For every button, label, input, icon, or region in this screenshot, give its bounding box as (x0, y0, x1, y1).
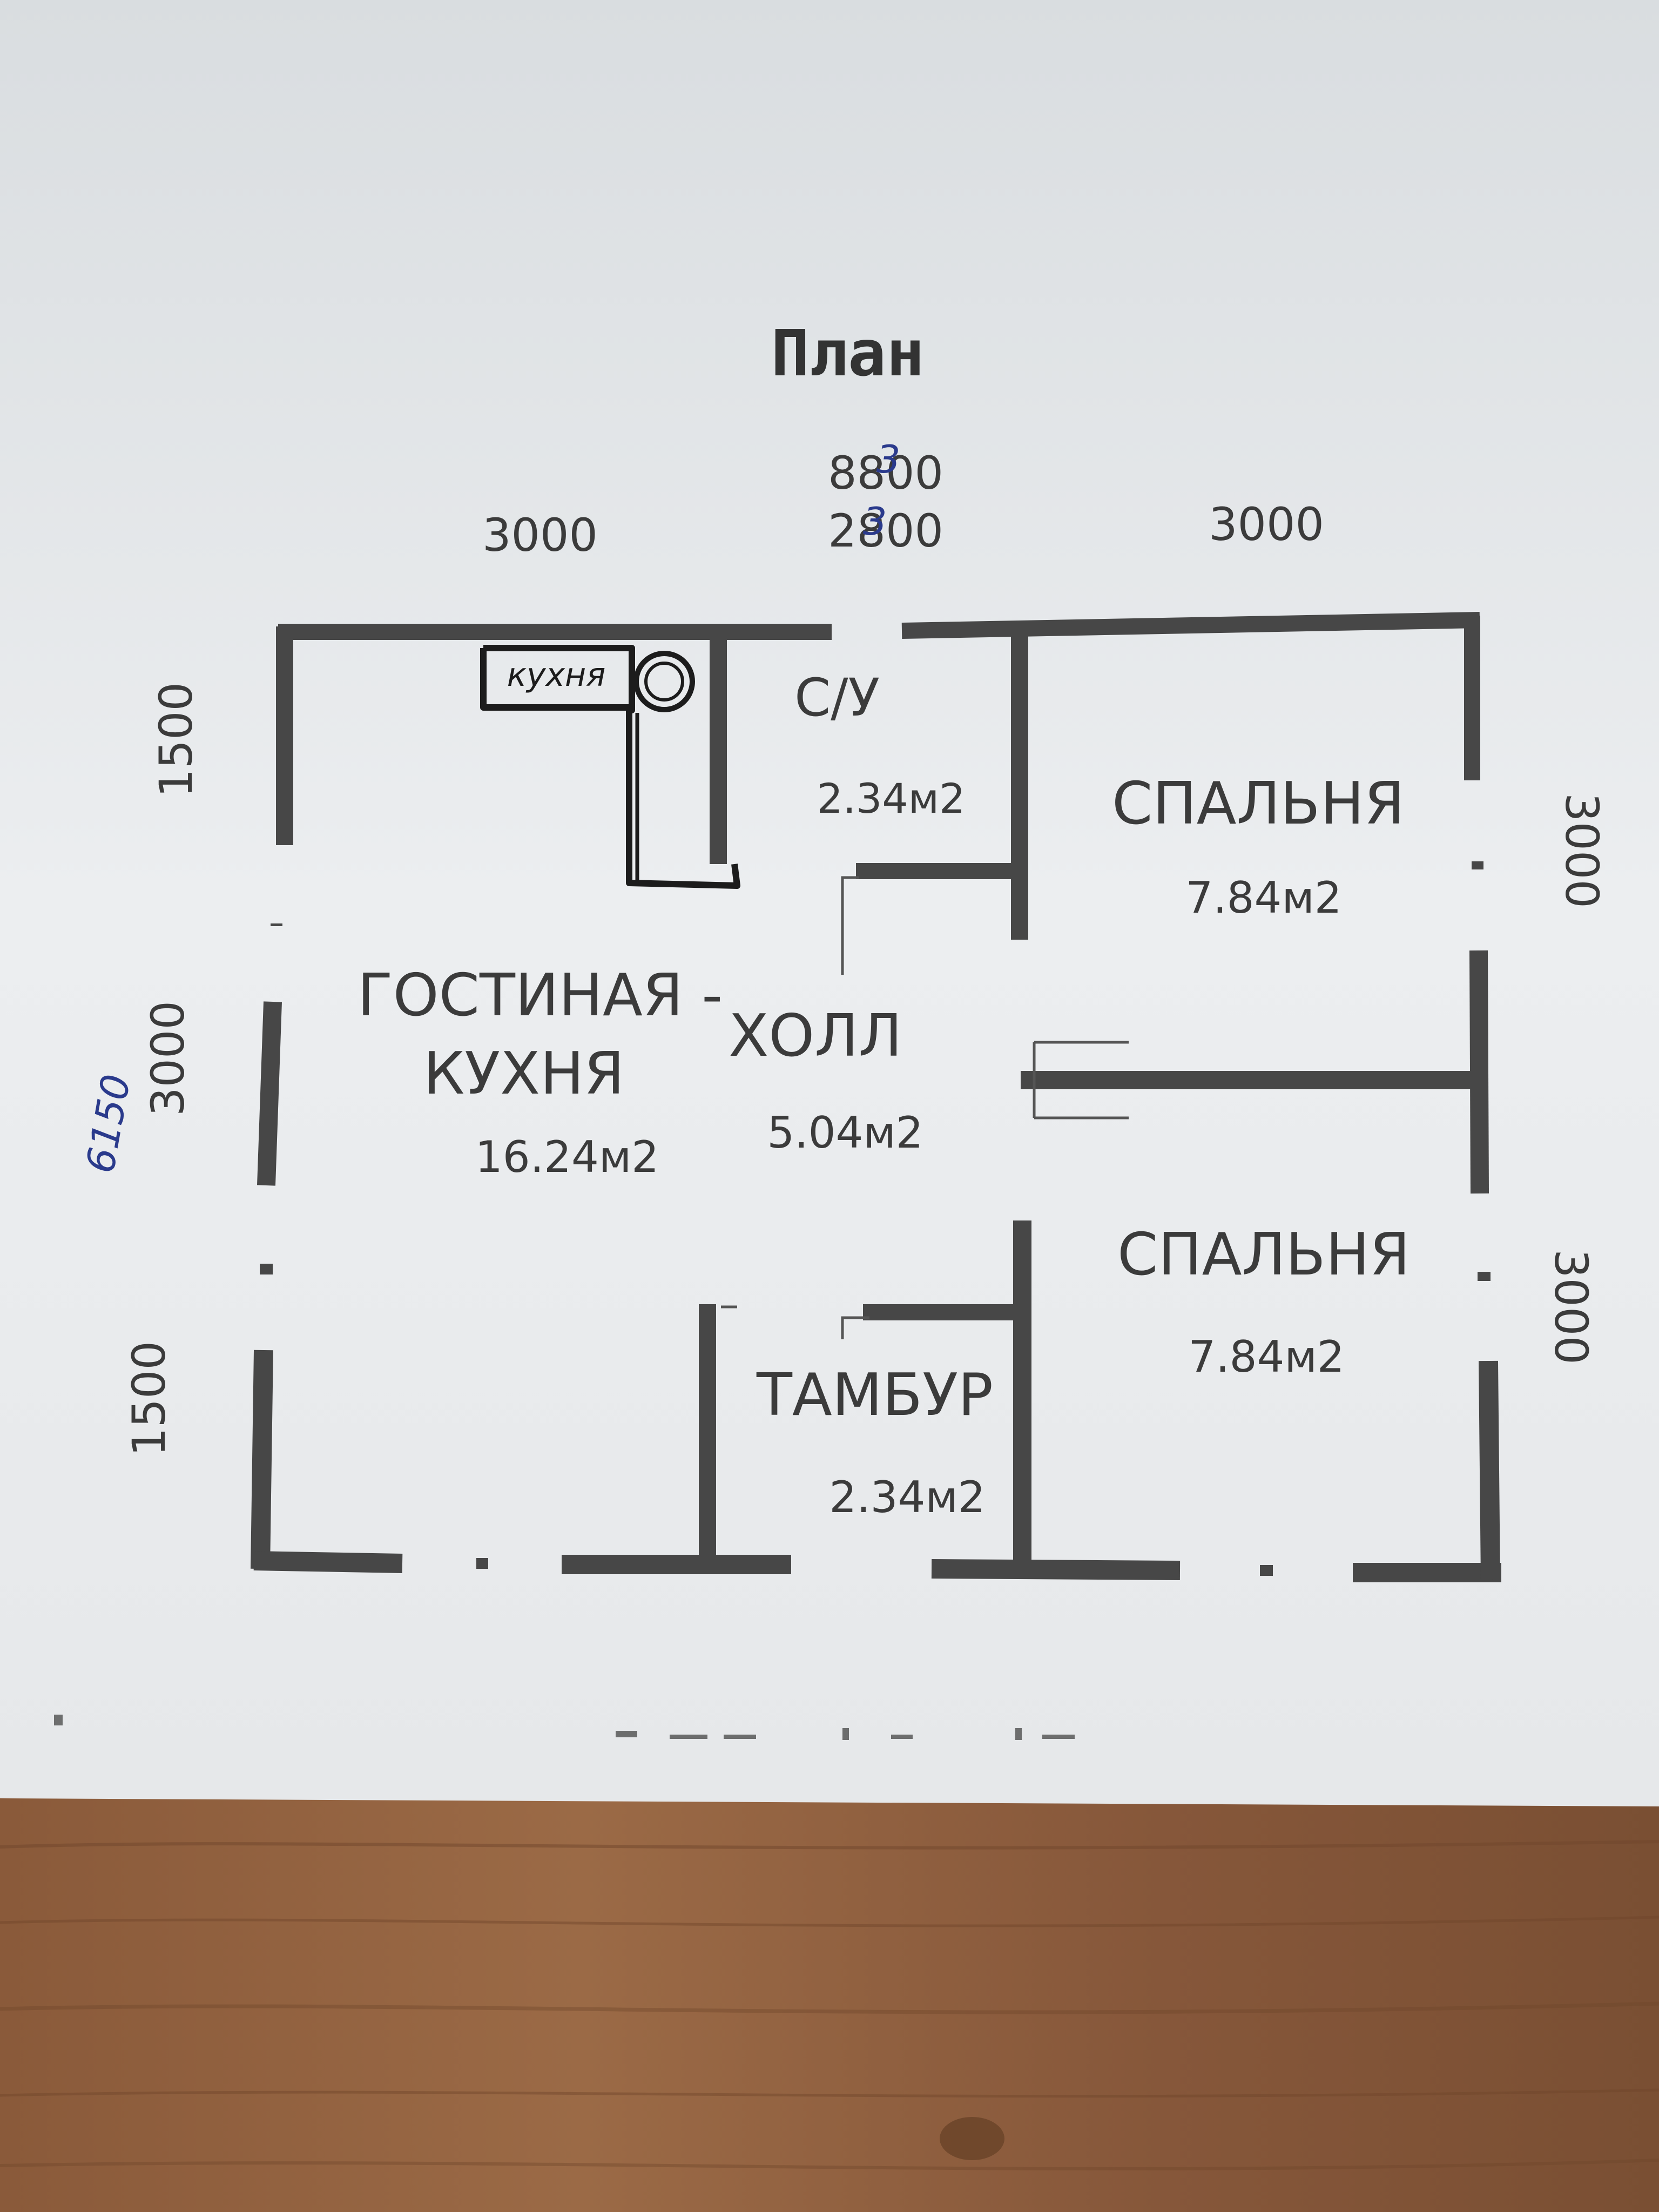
room-su-area: 2.34м2 (817, 774, 966, 822)
room-living-name-line1: ГОСТИНАЯ - (358, 962, 723, 1029)
room-vestibule-area: 2.34м2 (829, 1472, 985, 1522)
dim-right-upper: 3000 (1555, 793, 1608, 908)
dim-left-top: 1500 (150, 682, 203, 798)
dim-left-mid: 3000 (141, 1001, 194, 1116)
dim-top-left: 3000 (482, 509, 598, 562)
sink-icon (633, 651, 695, 712)
room-living-area: 16.24м2 (475, 1132, 659, 1182)
room-hall-area: 5.04м2 (767, 1108, 923, 1158)
door-swings (721, 876, 1129, 1339)
dim-left-bottom: 1500 (123, 1341, 176, 1456)
room-bedroom1-area: 7.84м2 (1185, 873, 1341, 923)
dim-top-mid: 2800 (828, 504, 943, 557)
dim-right-lower: 3000 (1545, 1249, 1597, 1365)
kitchen-counter-sketch (480, 645, 740, 889)
cut-off-caption (54, 1715, 1075, 1740)
room-bedroom1-name: СПАЛЬНЯ (1112, 770, 1405, 838)
kitchen-handwritten-label: кухня (507, 656, 606, 694)
plan-title: План (771, 316, 925, 390)
walls (251, 612, 1501, 1582)
dim-top-total: 8800 (828, 447, 943, 500)
room-su-name: С/У (794, 667, 880, 728)
wood-table (0, 1782, 1659, 2212)
room-bedroom2-area: 7.84м2 (1188, 1332, 1344, 1382)
room-hall-name: ХОЛЛ (729, 1002, 902, 1070)
dim-top-mid-edit: 3 (863, 500, 887, 544)
dim-top-total-edit: 3 (876, 437, 901, 482)
paper-sheet (0, 0, 1659, 1806)
dim-top-right: 3000 (1209, 498, 1324, 551)
room-vestibule-name: ТАМБУР (756, 1361, 993, 1429)
room-bedroom2-name: СПАЛЬНЯ (1117, 1221, 1410, 1289)
room-living-name-line2: КУХНЯ (423, 1040, 625, 1108)
